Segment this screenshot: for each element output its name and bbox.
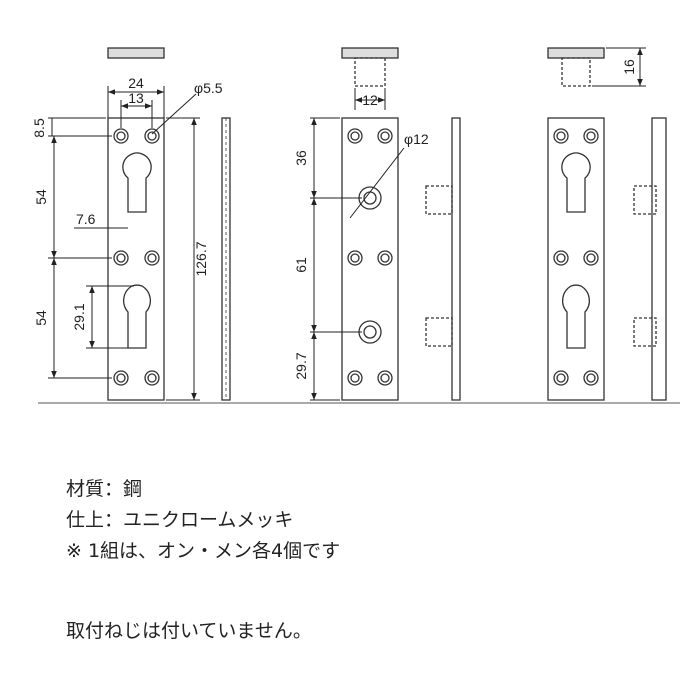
assembled-view [547, 47, 667, 401]
material-note: 材質：鋼 [66, 478, 143, 500]
dim-width-total: 24 [128, 75, 144, 91]
dim-total-len: 126.7 [193, 241, 209, 276]
dim-pin-dia: φ12 [404, 131, 429, 147]
dim-top-margin: 8.5 [31, 118, 47, 138]
spec-notes: 材質：鋼 仕上：ユニクロームメッキ ※ 1組は、オン・メン各4個です [66, 474, 340, 567]
dim-upper-pitch: 54 [33, 189, 49, 205]
male-plate-view [341, 47, 399, 401]
dim-hole-pitch: 13 [128, 90, 144, 106]
dim-pin-bottom: 29.7 [293, 352, 309, 379]
technical-drawing: 24 13 φ5.5 8.5 54 7.6 54 29.1 126.7 12 φ… [31, 47, 680, 404]
dim-pin-top: 36 [293, 150, 309, 166]
set-note: ※ 1組は、オン・メン各4個です [66, 540, 341, 562]
dim-lower-pitch: 54 [33, 310, 49, 326]
assembled-dimension-lines [592, 47, 646, 87]
finish-note: 仕上：ユニクロームメッキ [66, 509, 294, 531]
dim-hole-dia: φ5.5 [194, 80, 223, 96]
dim-stud-width: 12 [362, 92, 378, 108]
dim-keyhole-len: 29.1 [71, 303, 87, 330]
female-plate-view [107, 47, 165, 401]
female-dimension-lines [48, 86, 200, 401]
male-plate-side [425, 117, 461, 401]
dimension-labels: 24 13 φ5.5 8.5 54 7.6 54 29.1 126.7 12 φ… [31, 59, 637, 380]
dim-thickness: 16 [621, 59, 637, 75]
dim-pin-pitch: 61 [293, 257, 309, 273]
screw-remark: 取付ねじは付いていません。 [66, 620, 312, 642]
dim-slot-width: 7.6 [76, 211, 96, 227]
female-plate-side [221, 117, 231, 401]
male-dimension-lines [310, 88, 405, 401]
